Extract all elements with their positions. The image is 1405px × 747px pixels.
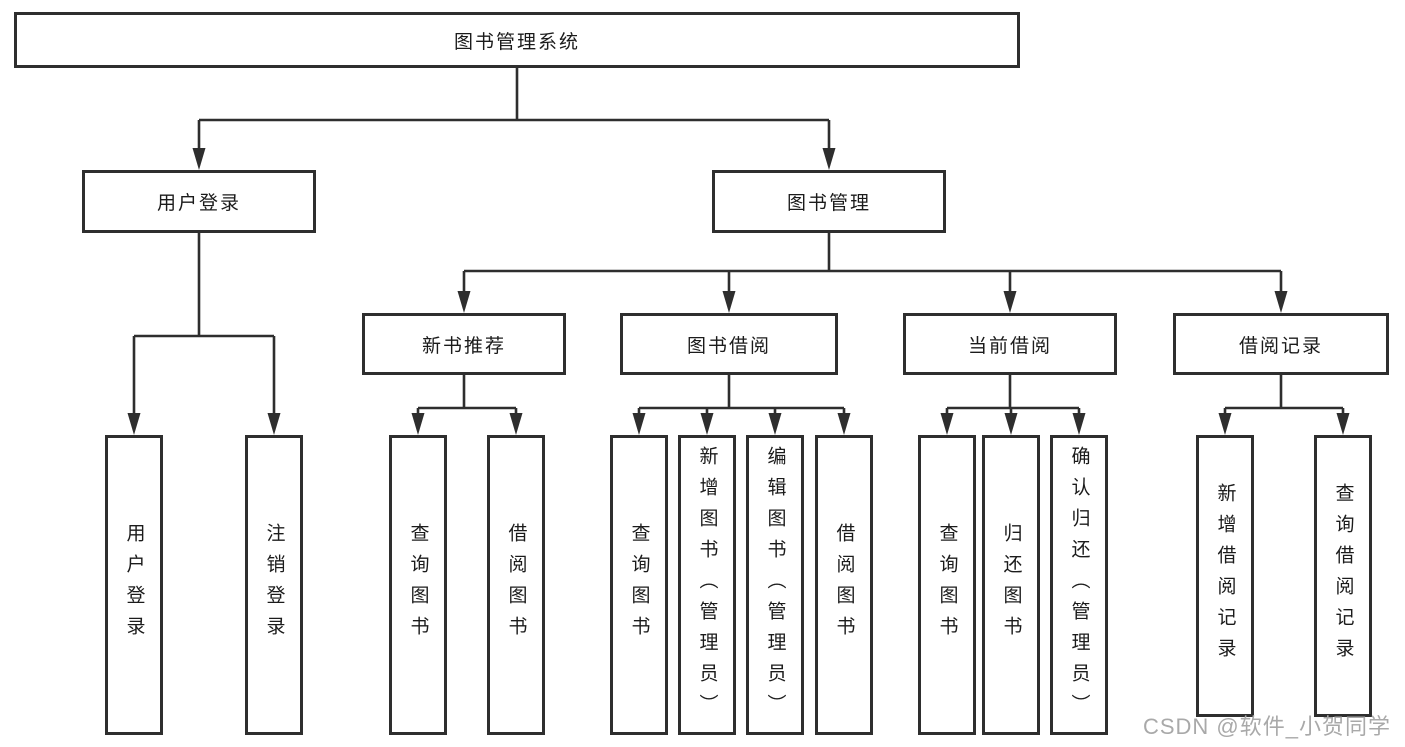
node-new-book-recommend: 新书推荐 bbox=[362, 313, 566, 375]
leaf-borrow-books-recommend: 借阅图书 bbox=[487, 435, 545, 735]
leaf-edit-book-admin: 编辑图书（管理员） bbox=[746, 435, 804, 735]
node-label: 归还图书 bbox=[1000, 523, 1022, 647]
node-label: 查询图书 bbox=[407, 523, 429, 647]
node-label: 图书借阅 bbox=[686, 335, 771, 357]
node-label: 当前借阅 bbox=[967, 335, 1052, 357]
node-borrow-records: 借阅记录 bbox=[1173, 313, 1389, 375]
watermark: CSDN @软件_小贺同学 bbox=[1142, 714, 1391, 739]
leaf-borrow-books: 借阅图书 bbox=[815, 435, 873, 735]
node-label: 查询图书 bbox=[936, 523, 958, 647]
node-label: 用户登录 bbox=[123, 523, 145, 647]
arrowhead-icons bbox=[127, 148, 1350, 435]
node-label: 查询图书 bbox=[628, 523, 650, 647]
leaf-query-books-recommend: 查询图书 bbox=[389, 435, 447, 735]
leaf-return-books: 归还图书 bbox=[982, 435, 1040, 735]
leaf-query-books-current: 查询图书 bbox=[918, 435, 976, 735]
node-book-management: 图书管理 bbox=[712, 170, 946, 233]
leaf-add-borrow-record: 新增借阅记录 bbox=[1196, 435, 1254, 717]
leaf-query-borrow-record: 查询借阅记录 bbox=[1314, 435, 1372, 717]
node-label: 用户登录 bbox=[156, 193, 241, 214]
node-book-borrow: 图书借阅 bbox=[620, 313, 838, 375]
node-label: 图书管理系统 bbox=[453, 31, 580, 53]
node-label: 新书推荐 bbox=[421, 335, 506, 357]
node-user-login: 用户登录 bbox=[82, 170, 316, 233]
node-label: 查询借阅记录 bbox=[1332, 483, 1354, 669]
node-library-system: 图书管理系统 bbox=[14, 12, 1020, 68]
node-label: 借阅图书 bbox=[833, 523, 855, 647]
leaf-confirm-return-admin: 确认归还（管理员） bbox=[1050, 435, 1108, 735]
node-label: 借阅图书 bbox=[505, 523, 527, 647]
leaf-add-book-admin: 新增图书（管理员） bbox=[678, 435, 736, 735]
node-label: 确认归还（管理员） bbox=[1068, 445, 1090, 725]
node-current-borrow: 当前借阅 bbox=[903, 313, 1117, 375]
leaf-query-books-borrow: 查询图书 bbox=[610, 435, 668, 735]
node-label: 新增图书（管理员） bbox=[696, 445, 718, 725]
node-label: 注销登录 bbox=[263, 523, 285, 647]
node-label: 编辑图书（管理员） bbox=[764, 445, 786, 725]
node-label: 新增借阅记录 bbox=[1214, 483, 1236, 669]
leaf-logout: 注销登录 bbox=[245, 435, 303, 735]
leaf-user-login: 用户登录 bbox=[105, 435, 163, 735]
node-label: 借阅记录 bbox=[1238, 335, 1323, 357]
node-label: 图书管理 bbox=[786, 193, 871, 214]
